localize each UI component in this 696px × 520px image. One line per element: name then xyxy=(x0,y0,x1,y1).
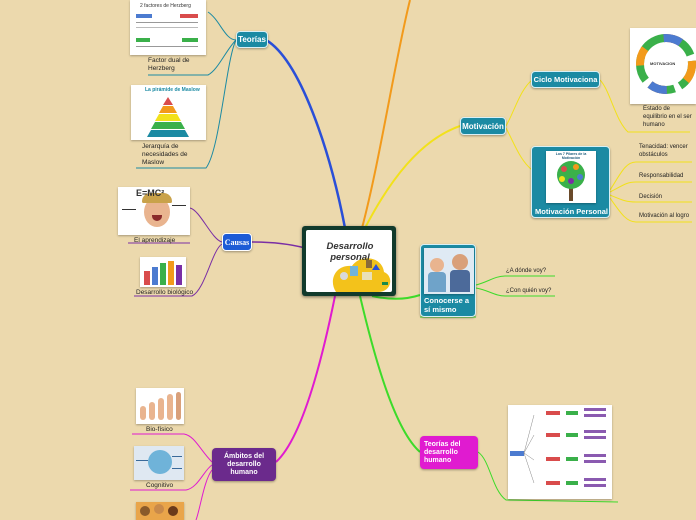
link-aprendizaje xyxy=(189,207,223,243)
causas-node[interactable]: Causas xyxy=(222,233,252,251)
causas-item-biologico: Desarrollo biológico xyxy=(136,289,194,296)
link-teorias-herzberg xyxy=(207,11,237,41)
conocerse-card[interactable]: Conocerse a sí mismo xyxy=(420,244,476,317)
motivacion-node[interactable]: Motivación xyxy=(460,117,506,135)
link-causas xyxy=(251,241,306,249)
ciclo-caption: Estado de equilibrio en el ser humano xyxy=(643,106,692,128)
link-ambitos xyxy=(275,295,336,463)
link-logro xyxy=(609,197,692,223)
biologico-thumbnail xyxy=(140,257,186,287)
center-label: Desarrollo personal xyxy=(326,241,374,263)
ciclo-thumbnail: MOTIVACION xyxy=(630,28,696,104)
biofisico-thumbnail xyxy=(136,388,184,424)
center-card: Desarrollo personal xyxy=(306,230,392,292)
motivacion-item-tenacidad: Tenacidad: vencer obstáculos xyxy=(639,144,688,158)
ambitos-item-biofisico: Bio-físico xyxy=(146,426,173,433)
ciclo-thumb-title: MOTIVACION xyxy=(650,61,676,66)
link-herzberg-underline xyxy=(148,39,237,76)
conocerse-item-conquien: ¿Con quién voy? xyxy=(506,288,552,294)
link-ciclo-caption xyxy=(599,79,690,133)
link-tenacidad xyxy=(609,161,692,191)
link-ciclo xyxy=(505,79,533,127)
link-conquien xyxy=(475,287,555,297)
link-teorias-desarrollo xyxy=(359,295,421,453)
maslow-pyramid-icon xyxy=(147,97,189,137)
ambitos-item-cognitivo: Cognitivo xyxy=(146,482,174,489)
motivacion-item-logro: Motivación al logro xyxy=(639,213,690,219)
pilares-thumbnail: Los 7 Pilares de la Motivación xyxy=(546,151,596,203)
conocerse-label: Conocerse a sí mismo xyxy=(424,296,470,314)
center-node[interactable]: Desarrollo personal xyxy=(302,226,396,296)
motivacion-item-decision: Decisión xyxy=(639,194,663,200)
link-decision xyxy=(609,194,692,203)
link-biologico xyxy=(134,243,223,297)
pilares-thumb-title: Los 7 Pilares de la Motivación xyxy=(555,152,587,160)
teorias-node[interactable]: Teorías xyxy=(236,31,268,48)
maslow-thumb-title: La pirámide de Maslow xyxy=(145,87,200,93)
link-responsabilidad xyxy=(609,181,692,193)
link-personal xyxy=(505,127,533,171)
conocerse-item-adonde: ¿A dónde voy? xyxy=(506,268,547,274)
ciclo-wheel-icon xyxy=(636,34,696,94)
link-teorias-desarrollo-box xyxy=(477,451,619,503)
link-biofisico xyxy=(132,433,213,463)
link-orange-top xyxy=(361,0,411,229)
motivacion-personal-card[interactable]: Los 7 Pilares de la Motivación Motivació… xyxy=(531,146,610,218)
maslow-thumbnail: La pirámide de Maslow xyxy=(131,85,206,140)
aprendizaje-thumbnail: E=MC² xyxy=(118,187,190,235)
cognitivo-thumbnail xyxy=(134,446,184,480)
link-ambitos-down xyxy=(195,469,213,520)
causas-item-aprendizaje: El aprendizaje xyxy=(134,237,176,244)
herzberg-caption: Factor dual de Herzberg xyxy=(148,57,190,72)
maslow-caption: Jerarquía de necesidades de Maslow xyxy=(142,143,188,166)
link-cognitivo xyxy=(130,464,213,491)
link-motivacion xyxy=(364,125,461,229)
herzberg-thumb-title: 2 factores de Herzberg xyxy=(140,3,191,9)
tree-icon xyxy=(557,161,585,201)
teorias-desarrollo-thumbnail xyxy=(508,405,612,499)
link-adonde xyxy=(475,275,555,286)
ambitos-node[interactable]: Ámbitos del desarrollo humano xyxy=(212,448,276,481)
emc2-label: E=MC² xyxy=(136,188,165,198)
ambitos-third-thumbnail xyxy=(136,502,184,520)
motivacion-personal-label: Motivación Personal xyxy=(535,207,608,216)
motivacion-item-responsabilidad: Responsabilidad xyxy=(639,173,684,179)
teorias-desarrollo-node[interactable]: Teorías del desarrollo humano xyxy=(420,436,478,469)
link-maslow xyxy=(136,39,237,169)
theory-tree-diagram xyxy=(510,408,606,487)
center-illustration xyxy=(332,258,391,292)
link-teorias xyxy=(265,38,347,229)
herzberg-thumbnail: 2 factores de Herzberg xyxy=(130,0,206,55)
conocerse-thumbnail xyxy=(424,248,474,294)
link-conocerse xyxy=(371,294,421,300)
ciclo-motivaciona-node[interactable]: Ciclo Motivaciona xyxy=(531,71,600,88)
